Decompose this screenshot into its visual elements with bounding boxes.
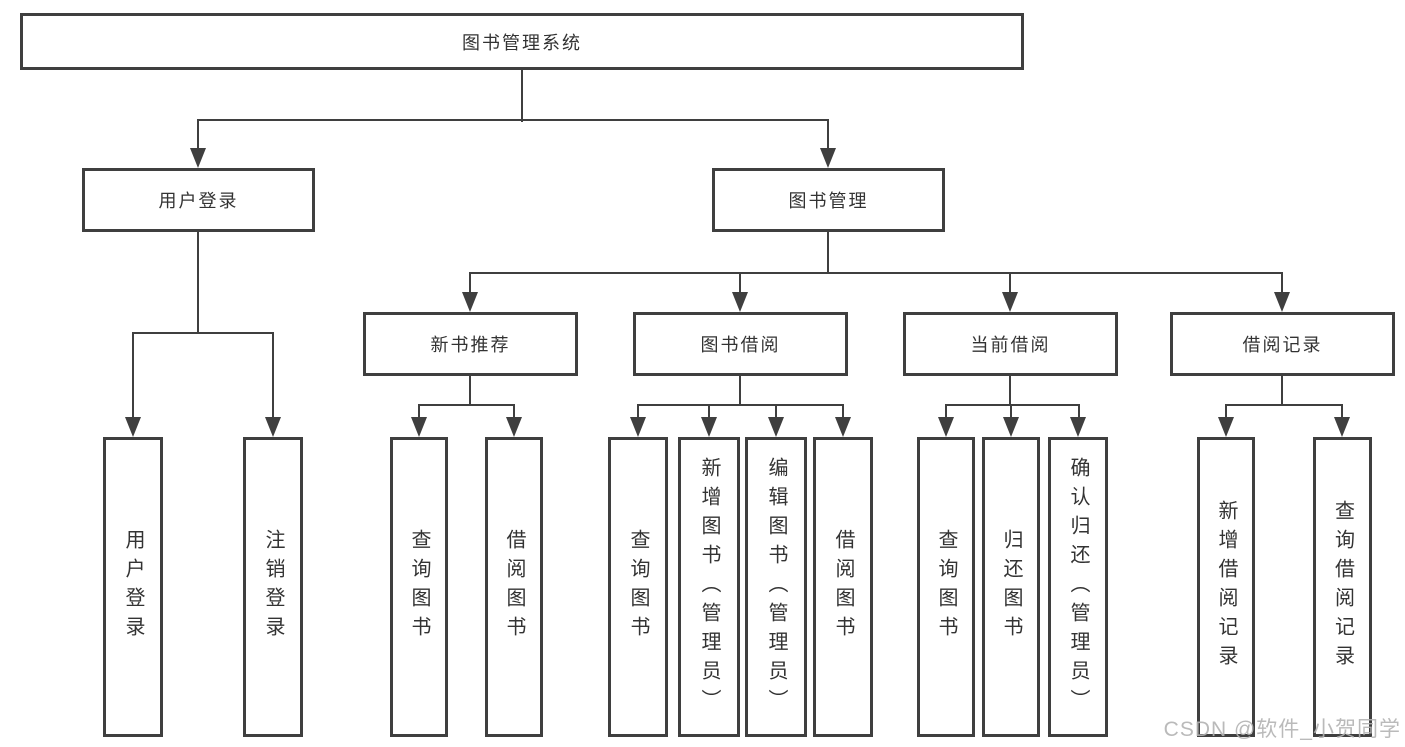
arrow-down-icon [1334, 417, 1350, 437]
connector-drop [1225, 404, 1227, 420]
connector-drop [637, 404, 639, 420]
arrow-down-icon [820, 148, 836, 168]
connector-drop [1281, 272, 1283, 294]
leaf-add-book-admin: 新增图书（管理员） [678, 437, 740, 737]
connector-bar [945, 404, 1080, 406]
arrow-down-icon [462, 292, 478, 312]
node-user-login: 用户登录 [82, 168, 315, 232]
connector-drop [272, 332, 274, 420]
node-book-management: 图书管理 [712, 168, 945, 232]
node-new-book-recommendation: 新书推荐 [363, 312, 578, 376]
arrow-down-icon [732, 292, 748, 312]
leaf-borrow-books: 借阅图书 [813, 437, 873, 737]
connector-drop [739, 272, 741, 294]
arrow-down-icon [506, 417, 522, 437]
connector-drop [197, 119, 199, 150]
connector-drop [513, 404, 515, 420]
connector-bar [418, 404, 515, 406]
leaf-edit-book-admin: 编辑图书（管理员） [745, 437, 807, 737]
connector-drop [1078, 404, 1080, 420]
connector-drop [132, 332, 134, 420]
arrow-down-icon [1002, 292, 1018, 312]
connector-trunk [739, 376, 741, 406]
leaf-user-login: 用户登录 [103, 437, 163, 737]
connector-bar [637, 404, 844, 406]
connector-mgmt-bar [469, 272, 1283, 274]
arrow-down-icon [190, 148, 206, 168]
leaf-confirm-return-admin: 确认归还（管理员） [1048, 437, 1108, 737]
arrow-down-icon [265, 417, 281, 437]
connector-drop [708, 404, 710, 420]
connector-user-bar [132, 332, 274, 334]
leaf-query-borrow-record: 查询借阅记录 [1313, 437, 1372, 737]
arrow-down-icon [1274, 292, 1290, 312]
leaf-query-books-recommend: 查询图书 [390, 437, 448, 737]
arrow-down-icon [125, 417, 141, 437]
connector-trunk [469, 376, 471, 406]
connector-drop [1341, 404, 1343, 420]
arrow-down-icon [701, 417, 717, 437]
connector-trunk [1009, 376, 1011, 406]
node-book-borrowing: 图书借阅 [633, 312, 848, 376]
arrow-down-icon [1070, 417, 1086, 437]
connector-drop [1010, 404, 1012, 420]
leaf-borrow-books-recommend: 借阅图书 [485, 437, 543, 737]
connector-drop [827, 119, 829, 150]
node-borrowing-records: 借阅记录 [1170, 312, 1395, 376]
leaf-return-books: 归还图书 [982, 437, 1040, 737]
arrow-down-icon [630, 417, 646, 437]
arrow-down-icon [411, 417, 427, 437]
arrow-down-icon [1003, 417, 1019, 437]
arrow-down-icon [938, 417, 954, 437]
connector-drop [1009, 272, 1011, 294]
arrow-down-icon [768, 417, 784, 437]
connector-mgmt-trunk [827, 232, 829, 274]
node-current-borrowing: 当前借阅 [903, 312, 1118, 376]
connector-drop [775, 404, 777, 420]
leaf-add-borrow-record: 新增借阅记录 [1197, 437, 1255, 737]
connector-drop [418, 404, 420, 420]
connector-drop [945, 404, 947, 420]
connector-trunk [1281, 376, 1283, 406]
leaf-logout: 注销登录 [243, 437, 303, 737]
node-root: 图书管理系统 [20, 13, 1024, 70]
leaf-query-books-borrowing: 查询图书 [608, 437, 668, 737]
connector-level1-bar [197, 119, 829, 121]
arrow-down-icon [835, 417, 851, 437]
connector-drop [469, 272, 471, 294]
connector-drop [842, 404, 844, 420]
connector-user-trunk [197, 232, 199, 334]
connector-bar [1225, 404, 1343, 406]
connector-root-trunk [521, 70, 523, 122]
leaf-query-books-current: 查询图书 [917, 437, 975, 737]
watermark-text: CSDN @软件_小贺同学 [1163, 718, 1401, 741]
arrow-down-icon [1218, 417, 1234, 437]
